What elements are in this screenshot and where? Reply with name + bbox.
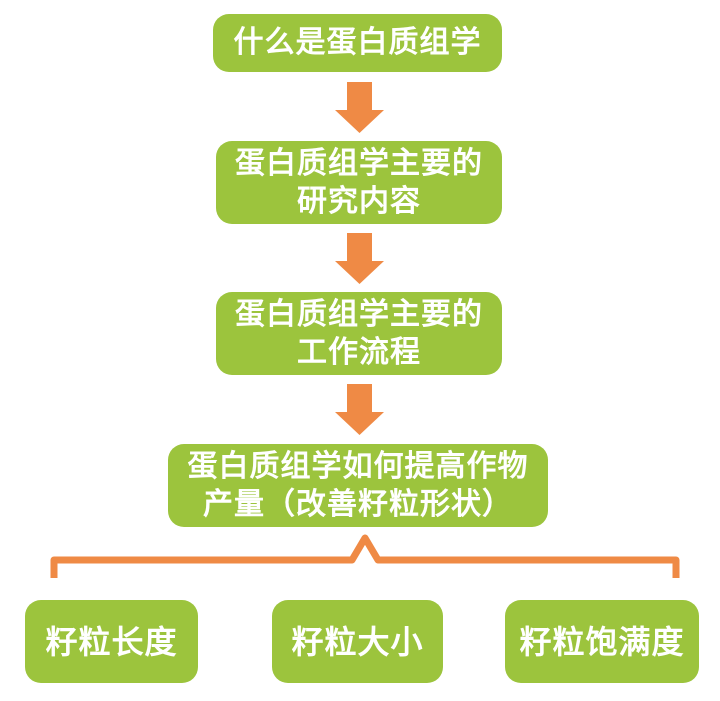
leaf-grain-length: 籽粒长度 bbox=[25, 600, 198, 683]
node-workflow: 蛋白质组学主要的 工作流程 bbox=[216, 292, 502, 375]
leaf-grain-plumpness: 籽粒饱满度 bbox=[505, 600, 699, 683]
node-label: 产量（改善籽粒形状） bbox=[203, 486, 513, 522]
node-label: 研究内容 bbox=[297, 183, 421, 219]
node-label: 蛋白质组学主要的 bbox=[235, 296, 483, 332]
node-label: 籽粒长度 bbox=[45, 622, 178, 661]
leaf-grain-size: 籽粒大小 bbox=[272, 600, 443, 683]
arrow-down-icon bbox=[335, 384, 384, 435]
node-label: 工作流程 bbox=[297, 334, 421, 370]
arrow-down-icon bbox=[335, 233, 384, 284]
node-label: 蛋白质组学如何提高作物 bbox=[187, 448, 529, 484]
node-research-content: 蛋白质组学主要的 研究内容 bbox=[216, 141, 502, 224]
node-what-is-proteomics: 什么是蛋白质组学 bbox=[213, 14, 502, 72]
node-label: 籽粒大小 bbox=[291, 622, 424, 661]
node-label: 籽粒饱满度 bbox=[519, 622, 685, 661]
node-label: 什么是蛋白质组学 bbox=[233, 25, 482, 60]
brace-connector bbox=[50, 534, 680, 578]
node-label: 蛋白质组学主要的 bbox=[235, 145, 483, 181]
node-crop-yield: 蛋白质组学如何提高作物 产量（改善籽粒形状） bbox=[168, 444, 548, 527]
arrow-down-icon bbox=[335, 82, 384, 133]
